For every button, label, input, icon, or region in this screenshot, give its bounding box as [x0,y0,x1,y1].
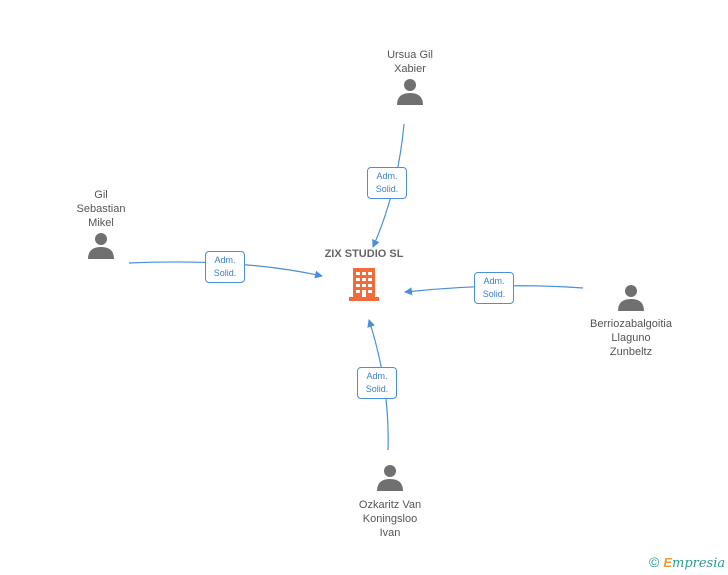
role-line: Solid. [213,268,237,278]
person-node-ozkaritz[interactable]: Ozkaritz Van Koningsloo Ivan [340,462,440,540]
person-name-line: Mikel [88,217,114,229]
brand-name: mpresia [672,556,726,571]
role-badge-berrio[interactable]: Adm. Solid. [474,272,514,304]
empresia-logo[interactable]: ©Empresia [649,554,725,571]
person-name-line: Koningsloo [362,513,418,525]
person-node-berrio[interactable]: Berriozabalgoitia Llaguno Zunbeltz [574,282,688,359]
person-name-line: Ursua Gil [387,49,433,61]
person-node-gil[interactable]: Gil Sebastian Mikel [51,188,151,260]
person-icon [377,465,403,491]
role-line: Solid. [375,184,399,194]
person-name-line: Llaguno [611,332,651,344]
role-line: Adm. [483,276,505,286]
person-icon [618,285,644,311]
company-name: ZIX STUDIO SL [324,248,404,260]
brand-initial: E [663,555,672,570]
role-badge-gil[interactable]: Adm. Solid. [205,251,245,283]
role-line: Adm. [376,171,398,181]
person-icon [397,79,423,105]
role-line: Adm. [366,371,388,381]
role-line: Solid. [365,384,389,394]
role-line: Solid. [482,289,506,299]
person-name-line: Sebastian [76,203,126,215]
person-name-line: Gil [94,189,108,201]
person-name-line: Xabier [394,63,426,75]
person-name-line: Zunbeltz [609,346,653,358]
person-name-line: Berriozabalgoitia [590,318,672,330]
building-icon [349,268,379,301]
person-icon [88,233,114,259]
role-line: Adm. [214,255,236,265]
role-badge-ursua[interactable]: Adm. Solid. [367,167,407,199]
role-badge-ozkaritz[interactable]: Adm. Solid. [357,367,397,399]
copyright-symbol: © [649,554,660,570]
person-name-line: Ivan [379,527,401,539]
person-node-ursua[interactable]: Ursua Gil Xabier [360,48,460,106]
company-node[interactable]: ZIX STUDIO SL [314,248,414,302]
person-name-line: Ozkaritz Van [358,499,422,511]
